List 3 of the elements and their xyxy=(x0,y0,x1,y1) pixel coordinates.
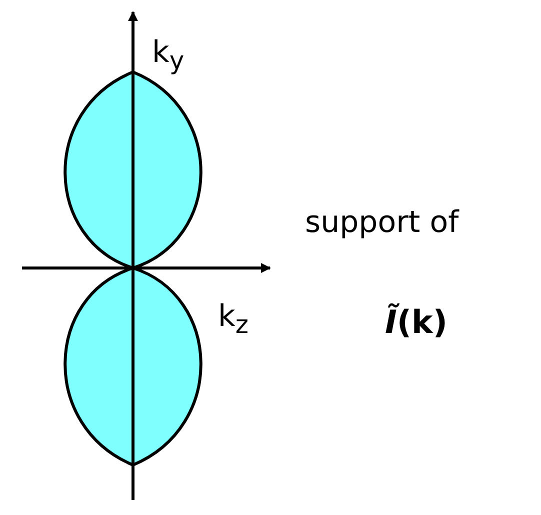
axis-label: k$_{z}$ xyxy=(218,302,248,337)
caption-text: support of xyxy=(305,208,459,238)
axis-label: k$_{y}$ xyxy=(152,38,184,73)
